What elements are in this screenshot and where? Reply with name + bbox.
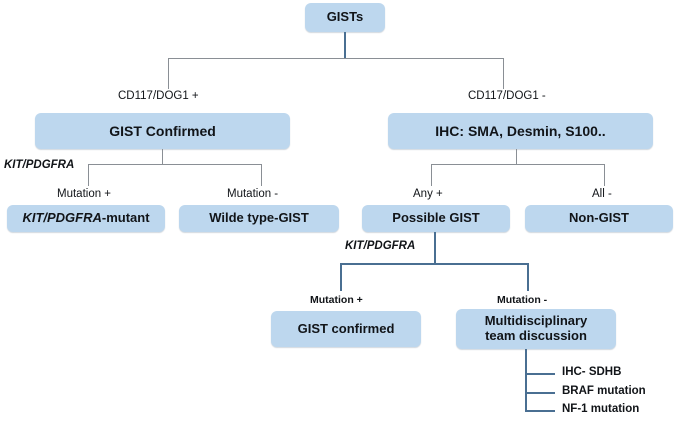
node-kit-pdgfra-mutant-label: KIT/PDGFRA-mutant xyxy=(22,210,150,226)
node-ihc-panel-label: IHC: SMA, Desmin, S100.. xyxy=(435,122,606,139)
followup-item-ihc-sdhb[interactable]: IHC- SDHB xyxy=(562,366,622,378)
connector-lower-bracket-left-drop xyxy=(340,263,342,291)
edge-label-mutation-negative-lower: Mutation - xyxy=(497,294,548,306)
node-gist-confirmed-lower[interactable]: GIST confirmed xyxy=(271,311,421,347)
edge-label-kit-pdgfra-left: KIT/PDGFRA xyxy=(4,159,75,171)
node-gist-confirmed[interactable]: GIST Confirmed xyxy=(35,113,290,149)
connector-right-bracket-right-drop xyxy=(604,164,605,186)
connector-left-stem xyxy=(162,149,163,165)
node-kit-pdgfra-mutant[interactable]: KIT/PDGFRA-mutant xyxy=(7,205,165,232)
edge-label-mutation-positive-lower: Mutation + xyxy=(310,294,363,306)
edge-label-all-negative: All - xyxy=(592,188,612,200)
node-non-gist[interactable]: Non-GIST xyxy=(525,205,673,232)
edge-label-cd117-dog1-positive: CD117/DOG1 + xyxy=(118,90,199,102)
connector-root-stem xyxy=(344,32,346,59)
node-gist-confirmed-lower-label: GIST confirmed xyxy=(297,320,395,336)
edge-label-kit-pdgfra-lower: KIT/PDGFRA xyxy=(345,240,416,252)
node-possible-gist-label: Possible GIST xyxy=(392,210,480,226)
node-ihc-panel[interactable]: IHC: SMA, Desmin, S100.. xyxy=(388,113,653,149)
node-multidisciplinary-team-discussion[interactable]: Multidisciplinary team discussion xyxy=(456,309,616,349)
connector-right-bracket-left-drop xyxy=(431,164,432,186)
connector-top-bracket-left-drop xyxy=(168,58,169,89)
connector-followup-stub-2 xyxy=(525,392,555,394)
node-gists-label: GISTs xyxy=(326,9,364,25)
connector-lower-bracket-horizontal xyxy=(340,263,528,265)
node-wilde-type-gist[interactable]: Wilde type-GIST xyxy=(179,205,339,232)
node-possible-gist[interactable]: Possible GIST xyxy=(362,205,510,232)
node-mdt-line-1: Multidisciplinary xyxy=(484,313,588,329)
node-gist-confirmed-label: GIST Confirmed xyxy=(109,122,216,139)
node-wilde-type-gist-label: Wilde type-GIST xyxy=(209,210,309,226)
node-gists[interactable]: GISTs xyxy=(305,3,385,32)
connector-left-bracket-horizontal xyxy=(88,164,262,165)
node-non-gist-label: Non-GIST xyxy=(569,210,629,226)
connector-top-bracket-horizontal xyxy=(168,58,504,59)
connector-followup-vertical xyxy=(525,349,527,410)
edge-label-cd117-dog1-negative: CD117/DOG1 - xyxy=(468,90,546,102)
connector-top-bracket-right-drop xyxy=(503,58,504,89)
connector-followup-stub-1 xyxy=(525,373,555,375)
followup-item-braf-mutation[interactable]: BRAF mutation xyxy=(562,385,646,397)
connector-lower-bracket-right-drop xyxy=(527,263,529,291)
node-kit-pdgfra-mutant-suffix: -mutant xyxy=(101,210,150,226)
node-mdt-line-2: team discussion xyxy=(485,328,587,343)
connector-left-bracket-left-drop xyxy=(88,164,89,186)
connector-right-stem xyxy=(516,149,517,165)
edge-label-any-positive: Any + xyxy=(413,188,443,200)
followup-item-nf1-mutation[interactable]: NF-1 mutation xyxy=(562,403,640,415)
edge-label-mutation-negative-left: Mutation - xyxy=(227,188,279,200)
connector-followup-stub-3 xyxy=(525,410,555,412)
connector-left-bracket-right-drop xyxy=(261,164,262,186)
connector-possible-gist-stem xyxy=(434,232,436,264)
connector-right-bracket-horizontal xyxy=(431,164,605,165)
node-kit-pdgfra-mutant-gene: KIT/PDGFRA xyxy=(22,210,102,226)
edge-label-mutation-positive-left: Mutation + xyxy=(57,188,112,200)
